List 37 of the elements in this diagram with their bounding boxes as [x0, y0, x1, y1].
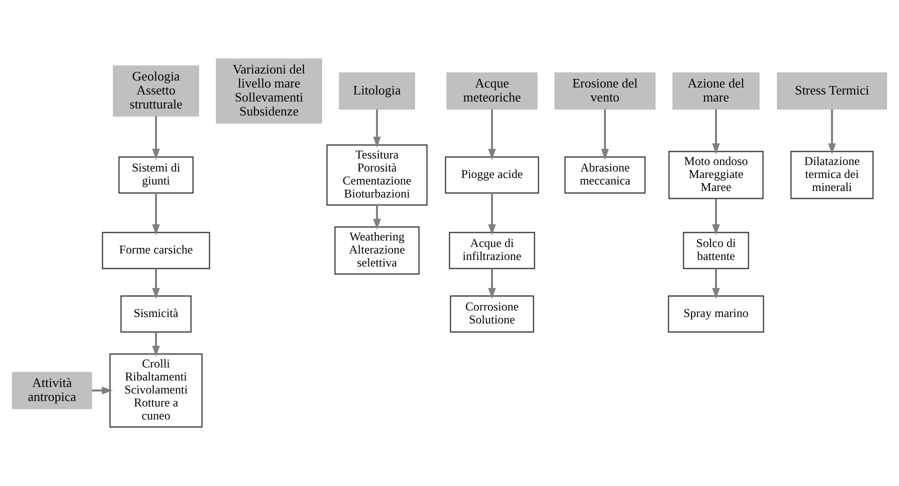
node-box: Sistemi di giunti — [118, 156, 194, 194]
node-box: Acque meteoriche — [446, 72, 538, 110]
node-box: Azione del mare — [672, 72, 760, 110]
arrow — [152, 193, 160, 236]
node-box: Corrosione Solutione — [450, 295, 534, 333]
arrow — [712, 109, 720, 154]
node-box: Piogge acide — [444, 156, 540, 194]
arrow — [152, 332, 160, 357]
node-box: Geologia Assetto strutturale — [112, 65, 200, 117]
arrow — [373, 109, 381, 148]
arrow — [488, 193, 496, 236]
arrow — [152, 268, 160, 299]
arrow — [488, 268, 496, 299]
arrow — [601, 109, 609, 160]
node-box: Variazioni del livello mare Sollevamenti Subsidenze — [216, 58, 322, 124]
node-box: Attività antropica — [12, 372, 92, 410]
node-box: Stress Termici — [776, 72, 888, 110]
node-box: Sismicità — [120, 295, 192, 333]
node-box: Forme carsiche — [102, 232, 210, 270]
node-box: Litologia — [338, 72, 416, 110]
arrow — [92, 386, 113, 394]
node-box: Tessitura Porosità Cementazione Bioturbazioni — [326, 144, 428, 206]
node-box: Erosione del vento — [554, 72, 656, 110]
arrow — [712, 268, 720, 299]
node-box: Crolli Ribaltamenti Scivolamenti Rotture a cuneo — [109, 353, 203, 428]
arrow — [828, 109, 836, 154]
arrow — [152, 116, 160, 160]
node-box: Weathering Alterazione selettiva — [334, 226, 420, 275]
arrow — [488, 109, 496, 160]
arrow — [712, 198, 720, 236]
node-box: Moto ondoso Mareggiate Maree — [668, 150, 764, 200]
node-box: Abrasione meccanica — [564, 156, 646, 194]
node-box: Dilatazione termica dei minerali — [790, 150, 874, 200]
node-box: Acque di infiltrazione — [448, 232, 536, 270]
node-box: Solco di battente — [682, 232, 750, 270]
arrow — [373, 205, 381, 230]
node-box: Spray marino — [668, 295, 764, 333]
